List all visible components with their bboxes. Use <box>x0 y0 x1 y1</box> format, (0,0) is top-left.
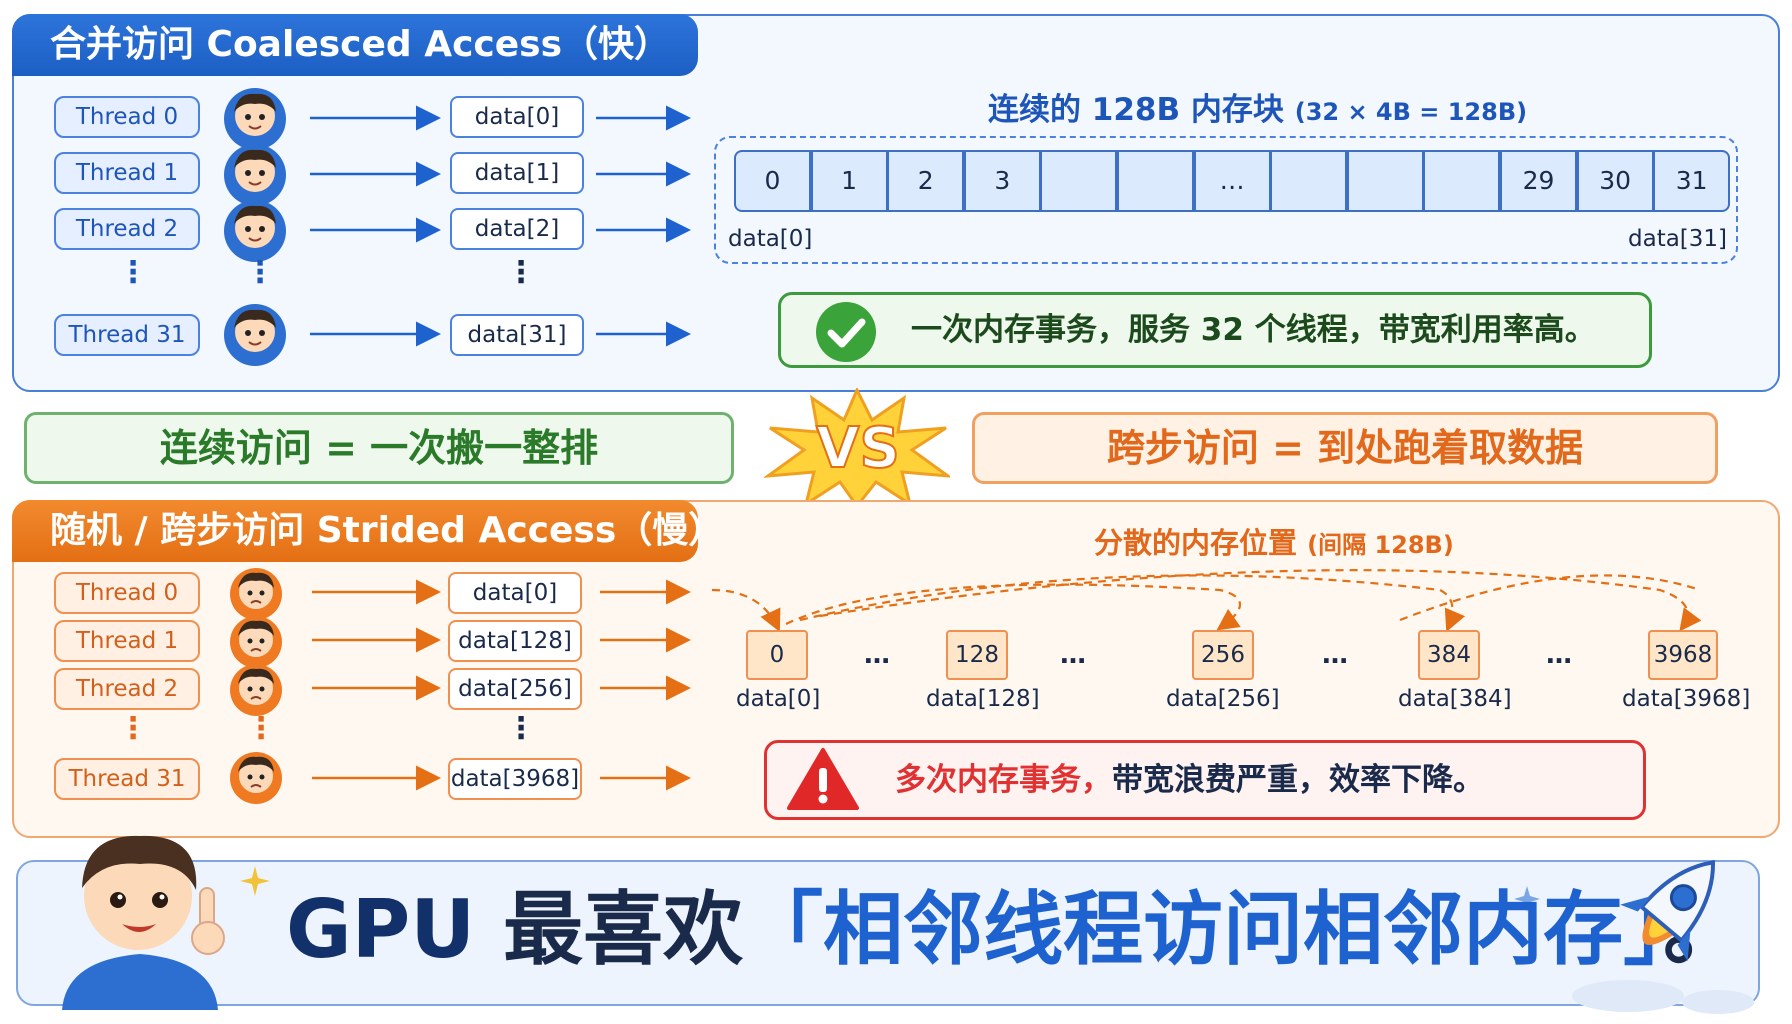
coalesced-arrows <box>310 105 691 347</box>
scatter-cell-256: 256 <box>1192 630 1254 680</box>
scatter-ellipsis: … <box>864 640 890 670</box>
memory-heading-sub: (32 × 4B = 128B) <box>1294 98 1528 126</box>
strided-thread-31: Thread 31 <box>54 758 200 800</box>
vs-label: VS <box>815 415 901 482</box>
confused-student-avatar-icon <box>230 664 282 716</box>
scatter-cell-3968: 3968 <box>1648 630 1718 680</box>
strided-tab-title: 随机 / 跨步访问 Strided Access（慢） <box>12 500 724 562</box>
memory-cell <box>1270 150 1348 212</box>
memory-cell <box>1423 150 1501 212</box>
scatter-cell-384: 384 <box>1418 630 1480 680</box>
coalesced-data-31: data[31] <box>450 314 584 356</box>
strided-callout: 多次内存事务，带宽浪费严重，效率下降。 <box>764 740 1646 820</box>
coalesced-tab-title: 合并访问 Coalesced Access（快） <box>12 14 698 76</box>
coalesced-thread-2: Thread 2 <box>54 208 200 250</box>
pointing-student-icon <box>62 835 225 1010</box>
banner-quote: 「相邻线程访问相邻内存」 <box>743 883 1664 976</box>
student-avatar-icon <box>224 200 286 262</box>
memory-cell: 30 <box>1576 150 1654 212</box>
coalesced-summary: 连续访问 = 一次搬一整排 <box>24 412 734 484</box>
student-avatar-icon <box>224 304 286 366</box>
student-avatar-icon <box>224 144 286 206</box>
memory-cell: 2 <box>887 150 965 212</box>
thread-ellipsis: ⋮ <box>118 711 148 746</box>
strided-thread-0: Thread 0 <box>54 572 200 614</box>
strided-arrows <box>312 579 691 791</box>
banner-likes: 最喜欢 <box>503 883 744 976</box>
scatter-label-0: data[0] <box>736 686 821 712</box>
conclusion-banner <box>16 860 1760 1006</box>
scattered-heading-sub: (间隔 128B) <box>1307 531 1454 559</box>
coalesced-callout-text: 一次内存事务，服务 32 个线程，带宽利用率高。 <box>911 312 1596 348</box>
memory-cell <box>1346 150 1424 212</box>
avatar-ellipsis: ⋮ <box>246 711 276 746</box>
thread-ellipsis: ⋮ <box>118 255 148 290</box>
banner-gpu: GPU <box>286 883 476 976</box>
sparkle-icon <box>1514 886 1540 912</box>
memory-heading-main: 连续的 128B 内存块 <box>988 92 1284 128</box>
memory-cell <box>1117 150 1194 212</box>
avatar-ellipsis: ⋮ <box>245 255 275 290</box>
data-ellipsis: ⋮ <box>506 255 536 290</box>
confused-student-avatar-icon <box>230 752 282 804</box>
check-icon <box>816 302 876 362</box>
memory-cell <box>1040 150 1118 212</box>
strided-data-256: data[256] <box>448 668 582 710</box>
strided-data-3968: data[3968] <box>448 758 582 800</box>
confused-student-avatar-icon <box>230 568 282 620</box>
scatter-label-128: data[128] <box>926 686 1040 712</box>
coalesced-data-0: data[0] <box>450 96 584 138</box>
memory-cell: 31 <box>1653 150 1731 212</box>
coalesced-thread-1: Thread 1 <box>54 152 200 194</box>
conclusion-text: GPU 最喜欢「相邻线程访问相邻内存」。 <box>286 880 1743 980</box>
scattered-memory-heading: 分散的内存位置 (间隔 128B) <box>1094 520 1454 562</box>
scatter-ellipsis: … <box>1060 640 1086 670</box>
data-ellipsis: ⋮ <box>506 711 536 746</box>
memory-block-frame <box>714 136 1738 264</box>
scatter-cell-128: 128 <box>946 630 1008 680</box>
strided-thread-1: Thread 1 <box>54 620 200 662</box>
strided-callout-rest: 带宽浪费严重，效率下降。 <box>1112 762 1484 798</box>
scatter-ellipsis: … <box>1322 640 1348 670</box>
scattered-heading-main: 分散的内存位置 <box>1094 526 1298 560</box>
sparkle-icon <box>240 866 270 896</box>
mem-left-label: data[0] <box>728 226 813 252</box>
coalesced-thread-31: Thread 31 <box>54 314 200 356</box>
contiguous-memory-heading: 连续的 128B 内存块 (32 × 4B = 128B) <box>988 84 1527 129</box>
coalesced-data-1: data[1] <box>450 152 584 194</box>
student-avatar-icon <box>224 88 286 150</box>
strided-thread-2: Thread 2 <box>54 668 200 710</box>
memory-cell: … <box>1193 150 1271 212</box>
scatter-ellipsis: … <box>1546 640 1572 670</box>
strided-data-128: data[128] <box>448 620 582 662</box>
scattered-jump-arrows <box>711 569 1702 633</box>
scatter-label-384: data[384] <box>1398 686 1512 712</box>
strided-summary: 跨步访问 = 到处跑着取数据 <box>972 412 1718 484</box>
coalesced-callout: 一次内存事务，服务 32 个线程，带宽利用率高。 <box>778 292 1652 368</box>
scatter-label-3968: data[3968] <box>1622 686 1751 712</box>
memory-cell: 3 <box>963 150 1041 212</box>
memory-cell: 29 <box>1500 150 1577 212</box>
mem-right-label: data[31] <box>1628 226 1728 252</box>
scatter-cell-0: 0 <box>746 630 808 680</box>
warning-icon <box>787 748 859 810</box>
confused-student-avatar-icon <box>230 616 282 668</box>
memory-cell: 1 <box>810 150 888 212</box>
memory-cell: 0 <box>734 150 811 212</box>
scatter-label-256: data[256] <box>1166 686 1280 712</box>
coalesced-data-2: data[2] <box>450 208 584 250</box>
strided-callout-highlight: 多次内存事务， <box>895 762 1112 798</box>
rocket-icon <box>1572 860 1754 1014</box>
strided-data-0: data[0] <box>448 572 582 614</box>
coalesced-thread-0: Thread 0 <box>54 96 200 138</box>
